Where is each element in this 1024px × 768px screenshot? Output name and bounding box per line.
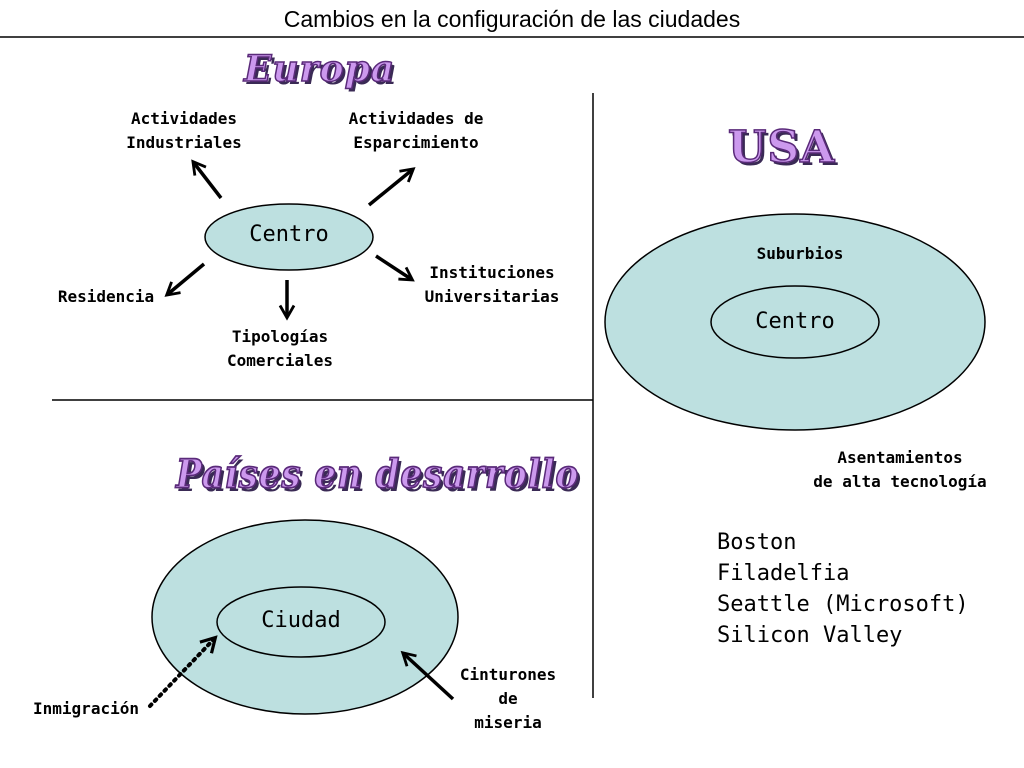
- europa-universities-label: Instituciones Universitarias: [424, 263, 560, 306]
- europa-commercial-label: Tipologías Comerciales: [227, 327, 333, 370]
- usa-cities-list: Boston Filadelfia Seattle (Microsoft) Si…: [717, 527, 969, 651]
- developing-heading: Países en desarrollo: [175, 451, 580, 499]
- arrow-residence: [164, 262, 206, 297]
- usa-center-label: Centro: [755, 309, 835, 334]
- europa-industrial-label: Actividades Industriales: [126, 109, 242, 152]
- europa-heading: Europa: [243, 47, 396, 91]
- developing-immigration-label: Inmigración: [33, 699, 139, 718]
- usa-center-ellipse: [710, 285, 880, 359]
- usa-heading: USA: [727, 121, 836, 174]
- city-item: Seattle (Microsoft): [717, 592, 969, 617]
- page-title: Cambios en la configuración de las ciuda…: [283, 6, 741, 32]
- arrow-immigration: [148, 635, 218, 708]
- developing-city-label: Ciudad: [261, 608, 341, 633]
- arrow-slums: [400, 650, 455, 701]
- developing-slums-label: Cinturones de miseria: [459, 665, 557, 732]
- city-item: Boston: [717, 530, 797, 555]
- city-item: Filadelfia: [717, 561, 850, 586]
- usa-hightech-label: Asentamientos de alta tecnología: [813, 448, 987, 491]
- developing-city-ellipse: [216, 586, 386, 658]
- arrow-industrial: [191, 159, 223, 200]
- europa-leisure-label: Actividades de Esparcimiento: [348, 109, 484, 152]
- arrow-leisure: [367, 167, 416, 207]
- city-item: Silicon Valley: [717, 623, 903, 648]
- europa-center-ellipse: [204, 203, 374, 271]
- europa-residence-label: Residencia: [57, 287, 155, 306]
- europa-center-label: Centro: [249, 222, 329, 247]
- arrow-universities: [375, 254, 415, 282]
- usa-suburbs-label: Suburbios: [756, 244, 844, 263]
